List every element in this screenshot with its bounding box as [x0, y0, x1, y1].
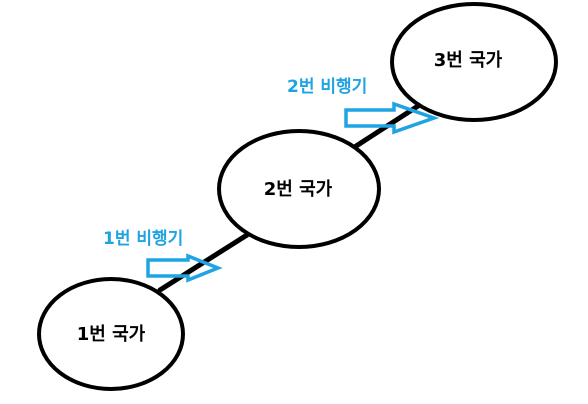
node-label: 1번 국가 — [77, 324, 146, 345]
node-label: 3번 국가 — [434, 50, 503, 71]
node-ellipse — [217, 129, 381, 249]
arrow-1-icon — [146, 253, 223, 283]
node-country-1: 1번 국가 — [37, 277, 185, 391]
connector-line-2-3 — [347, 103, 421, 153]
edge-label-2: 2번 비행기 — [287, 77, 367, 97]
node-country-3: 3번 국가 — [390, 2, 558, 122]
node-ellipse — [37, 277, 185, 391]
node-ellipse — [390, 2, 558, 122]
node-country-2: 2번 국가 — [217, 129, 381, 249]
arrow-2-shape — [344, 101, 440, 135]
arrow-1-shape — [146, 253, 223, 283]
node-label: 2번 국가 — [264, 179, 333, 200]
edge-label-1: 1번 비행기 — [103, 229, 183, 249]
arrow-2-icon — [344, 101, 440, 135]
